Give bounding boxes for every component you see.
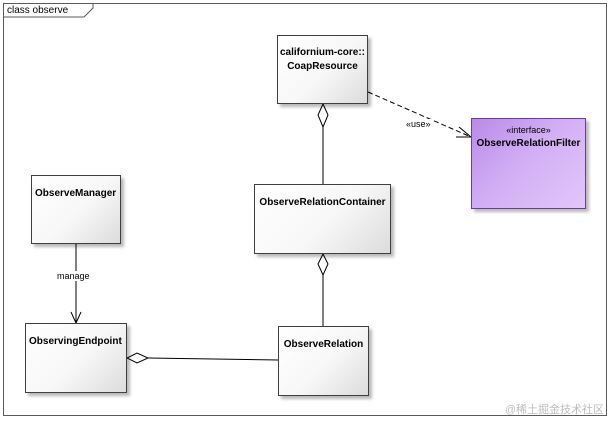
class-coap-resource[interactable]: californium-core:: CoapResource [277, 35, 368, 104]
class-observe-relation-container-name: ObserveRelationContainer [259, 197, 386, 208]
frame-tab [3, 3, 94, 18]
interface-observe-relation-filter[interactable]: «interface» ObserveRelationFilter [471, 118, 586, 209]
aggregation-diamond-container [317, 252, 329, 277]
interface-observe-relation-filter-name: ObserveRelationFilter [476, 138, 581, 149]
class-observe-manager[interactable]: ObserveManager [31, 175, 121, 244]
class-coap-resource-name: CoapResource [287, 61, 358, 72]
class-observe-relation-container[interactable]: ObserveRelationContainer [254, 184, 391, 254]
interface-stereotype: «interface» [506, 125, 551, 135]
aggregation-diamond-resource [317, 102, 329, 129]
manage-association-label: manage [56, 271, 91, 281]
use-dependency-label: «use» [405, 119, 432, 129]
use-dependency-line [367, 91, 472, 138]
class-observe-relation-name: ObserveRelation [283, 339, 364, 350]
aggregation-line-endpoint-relation [147, 357, 279, 361]
aggregation-diamond-endpoint [125, 352, 150, 364]
class-observe-relation[interactable]: ObserveRelation [278, 326, 369, 396]
watermark: @稀土掘金技术社区 [504, 404, 604, 416]
class-observing-endpoint-name: ObservingEndpoint [29, 336, 122, 347]
use-dependency-arrowhead [456, 126, 473, 138]
class-observe-manager-name: ObserveManager [35, 188, 117, 199]
diagram-frame [3, 3, 607, 416]
class-observing-endpoint[interactable]: ObservingEndpoint [25, 323, 127, 393]
frame-label: class observe [7, 5, 69, 16]
class-coap-resource-namespace: californium-core:: [279, 47, 365, 58]
